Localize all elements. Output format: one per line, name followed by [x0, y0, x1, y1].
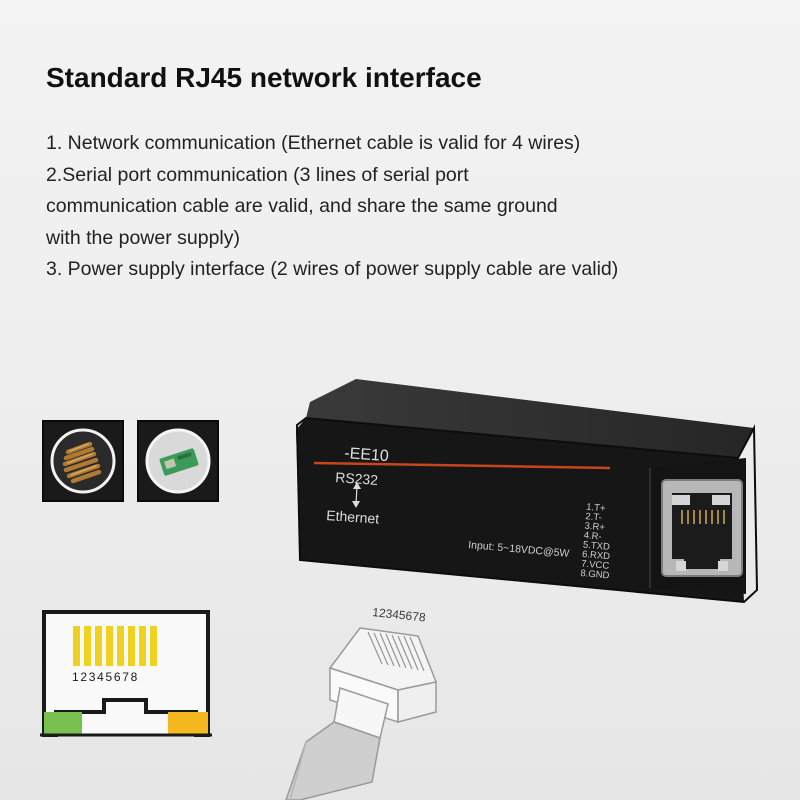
circuit-board-thumbnail	[137, 420, 219, 502]
rj45-jack-diagram: 12345678	[40, 610, 212, 737]
plug-pin-numbers: 12345678	[372, 605, 427, 625]
pin-label: 2.T-	[585, 511, 602, 523]
rs232-ethernet-converter: -EE10 RS232 Ethernet Input: 5~18VDC@5W 1…	[295, 379, 759, 604]
description-line: 1. Network communication (Ethernet cable…	[46, 132, 581, 154]
jack-green-block	[44, 712, 82, 735]
device-model-label: -EE10	[344, 445, 390, 465]
description-block: 1. Network communication (Ethernet cable…	[46, 128, 766, 286]
pin-label: 1.T+	[586, 502, 607, 515]
jack-pin-numbers: 12345678	[72, 670, 139, 684]
device-rs232-label: RS232	[335, 469, 379, 488]
copper-pins-thumbnail	[42, 420, 124, 502]
pin-label: 5.TXD	[582, 540, 610, 553]
circuit-board-icon	[139, 422, 217, 500]
description-line: 2.Serial port communication (3 lines of …	[46, 163, 469, 186]
pin-label: 4.R-	[583, 530, 602, 543]
device-input-rating: Input: 5~18VDC@5W	[468, 539, 570, 560]
copper-pins-icon	[44, 422, 122, 500]
device-stripe	[313, 461, 611, 470]
pin-label: 8.GND	[580, 568, 610, 582]
rj45-port	[661, 479, 743, 577]
rj45-plug-diagram: 12345678	[285, 605, 438, 800]
pin-label: 6.RXD	[582, 549, 611, 562]
pin-legend: 1.T+ 2.T- 3.R+ 4.R- 5.TXD 6.RXD 7.VCC 8.…	[580, 502, 611, 582]
device-ethernet-label: Ethernet	[326, 507, 380, 527]
description-line: communication cable are valid, and share…	[46, 195, 558, 217]
page-title: Standard RJ45 network interface	[46, 62, 482, 93]
pin-label: 3.R+	[584, 521, 606, 534]
pin-label: 7.VCC	[581, 558, 610, 571]
description-line: 3. Power supply interface (2 wires of po…	[46, 258, 619, 280]
jack-orange-block	[168, 712, 208, 735]
jack-pins	[73, 626, 157, 666]
description-line: with the power supply)	[46, 226, 241, 249]
